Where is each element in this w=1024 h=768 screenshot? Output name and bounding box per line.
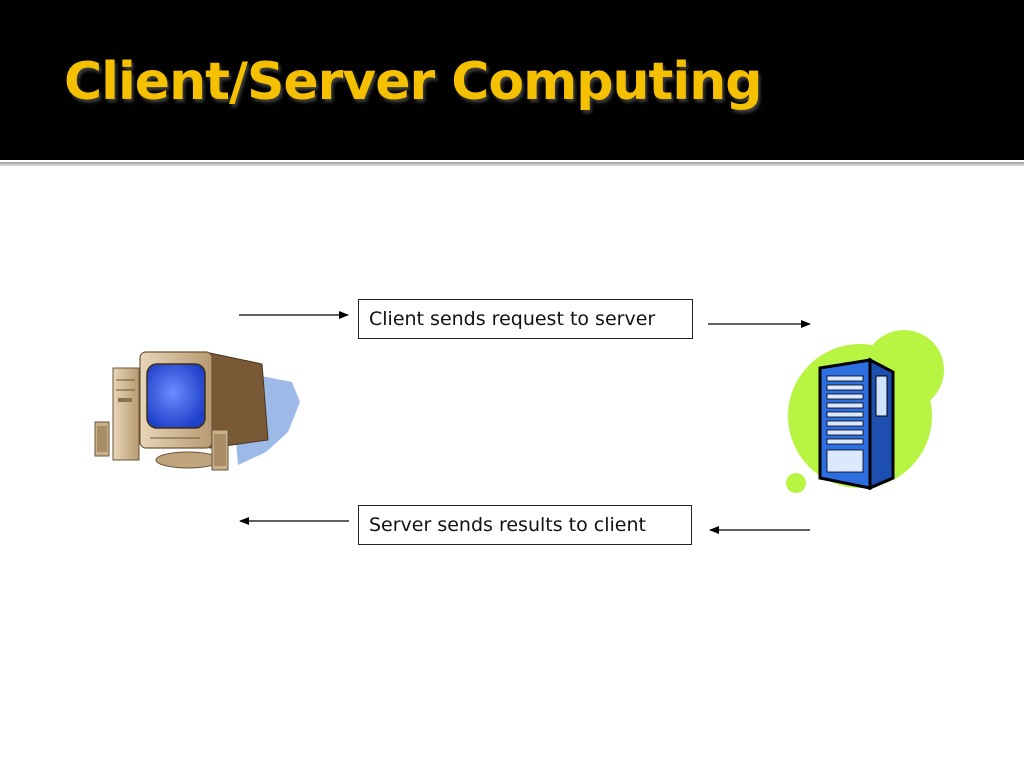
response-message-label: Server sends results to client — [369, 514, 646, 536]
server-tower-icon — [786, 330, 944, 493]
response-message-box: Server sends results to client — [358, 505, 692, 545]
title-divider — [0, 162, 1024, 166]
slide-title: Client/Server Computing — [64, 52, 762, 112]
request-message-box: Client sends request to server — [358, 299, 693, 339]
desktop-computer-icon — [94, 351, 300, 471]
request-message-label: Client sends request to server — [369, 308, 656, 330]
title-bar — [0, 0, 1024, 160]
